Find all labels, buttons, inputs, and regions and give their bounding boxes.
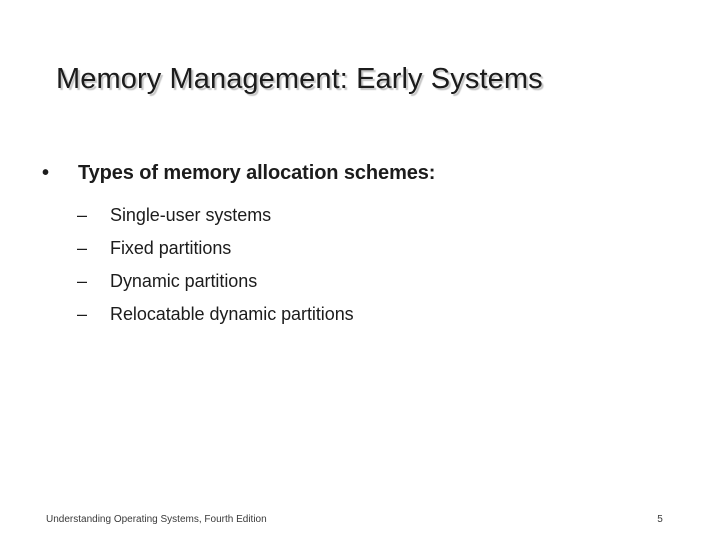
bullet-dash-icon: – [77, 304, 87, 324]
list-item-label: Single-user systems [110, 205, 272, 225]
list-item: – Dynamic partitions [0, 265, 720, 298]
bullet-level1: • Types of memory allocation schemes: [0, 160, 720, 187]
bullet-dash-icon: – [77, 205, 87, 225]
list-item: – Relocatable dynamic partitions [0, 298, 720, 331]
list-item-label: Fixed partitions [110, 238, 232, 258]
page-title: Memory Management: Early Systems [56, 63, 543, 95]
bullet-dot-icon: • [42, 162, 49, 184]
bullet-level2-list: – Single-user systems – Fixed partitions… [0, 199, 720, 331]
list-item: – Single-user systems [0, 199, 720, 232]
footer-source-label: Understanding Operating Systems, Fourth … [46, 514, 267, 525]
bullet-level1-label: Types of memory allocation schemes: [78, 162, 436, 184]
footer-page-number: 5 [657, 514, 663, 525]
slide-body: • Types of memory allocation schemes: – … [0, 160, 720, 331]
list-item-label: Relocatable dynamic partitions [110, 304, 354, 324]
list-item-label: Dynamic partitions [110, 271, 258, 291]
bullet-dash-icon: – [77, 271, 87, 291]
bullet-dash-icon: – [77, 238, 87, 258]
list-item: – Fixed partitions [0, 232, 720, 265]
